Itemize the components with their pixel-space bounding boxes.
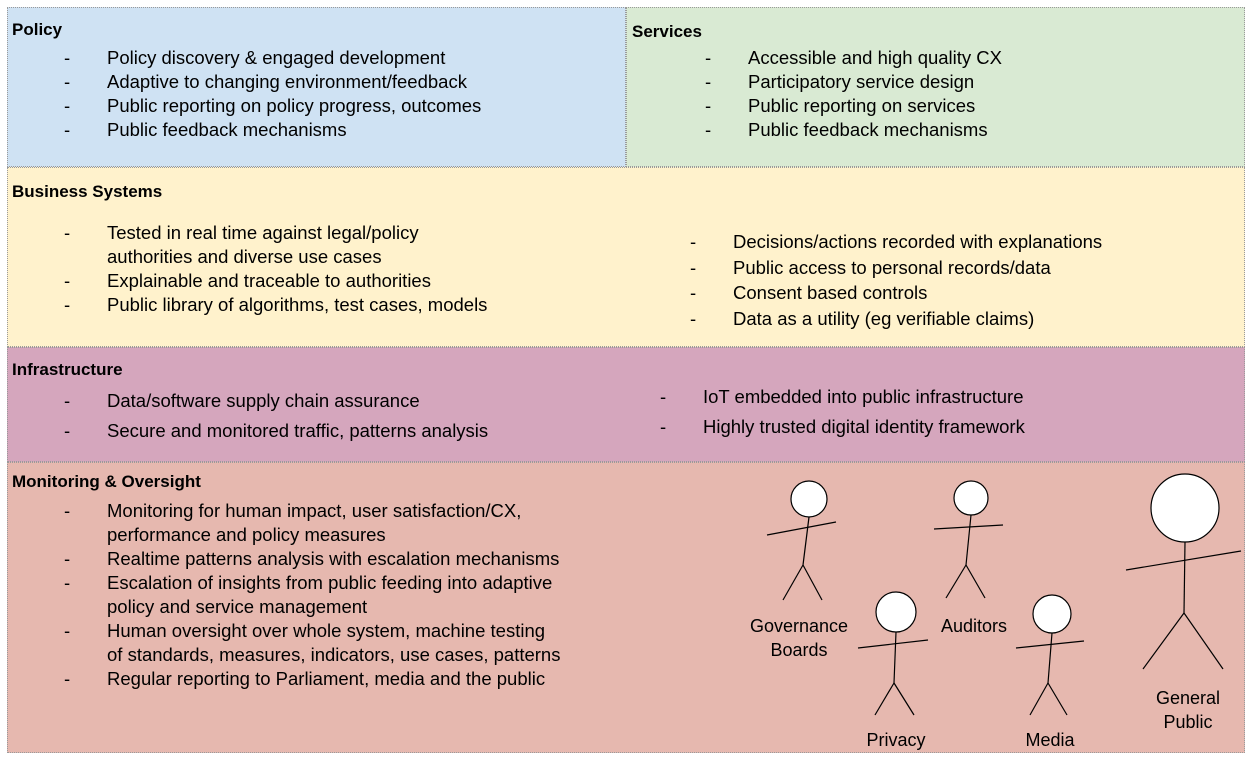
list-item: Escalation of insights from public feedi… <box>64 571 560 619</box>
services-title: Services <box>632 22 702 41</box>
privacy-label: Privacy <box>866 730 926 750</box>
list-item: Public access to personal records/data <box>690 255 1102 281</box>
list-item: Human oversight over whole system, machi… <box>64 619 560 667</box>
list-item: Participatory service design <box>705 70 1002 94</box>
list-item: Explainable and traceable to authorities <box>64 269 487 293</box>
list-item: Decisions/actions recorded with explanat… <box>690 229 1102 255</box>
list-item: Public feedback mechanisms <box>705 118 1002 142</box>
infrastructure-left-list: Data/software supply chain assurance Sec… <box>64 386 488 446</box>
governance-boards-label: Governance Boards <box>749 616 849 660</box>
infrastructure-title: Infrastructure <box>12 360 123 379</box>
policy-panel: Policy Policy discovery & engaged develo… <box>7 7 626 167</box>
list-item: Highly trusted digital identity framewor… <box>660 412 1025 442</box>
list-item: Public reporting on policy progress, out… <box>64 94 481 118</box>
media-figure <box>1015 594 1085 716</box>
business-systems-title: Business Systems <box>12 182 163 201</box>
business-left-list: Tested in real time against legal/policy… <box>64 221 487 317</box>
list-item: Data as a utility (eg verifiable claims) <box>690 306 1102 332</box>
list-item: Accessible and high quality CX <box>705 46 1002 70</box>
general-public-label: General Public <box>1155 688 1221 732</box>
business-systems-panel: Business Systems Tested in real time aga… <box>7 167 1245 347</box>
list-item: Public reporting on services <box>705 94 1002 118</box>
list-item: Secure and monitored traffic, patterns a… <box>64 416 488 446</box>
list-item: Public feedback mechanisms <box>64 118 481 142</box>
media-label: Media <box>1025 730 1075 750</box>
list-item: Monitoring for human impact, user satisf… <box>64 499 560 547</box>
policy-list: Policy discovery & engaged development A… <box>64 46 481 142</box>
governance-boards-figure <box>766 480 837 601</box>
services-list: Accessible and high quality CX Participa… <box>705 46 1002 142</box>
privacy-figure <box>857 591 929 716</box>
list-item: Data/software supply chain assurance <box>64 386 488 416</box>
infrastructure-panel: Infrastructure Data/software supply chai… <box>7 347 1245 462</box>
list-item: Tested in real time against legal/policy… <box>64 221 487 269</box>
list-item: Realtime patterns analysis with escalati… <box>64 547 560 571</box>
monitoring-title: Monitoring & Oversight <box>12 472 201 491</box>
list-item: Consent based controls <box>690 280 1102 306</box>
auditors-figure <box>933 480 1004 599</box>
policy-title: Policy <box>12 20 63 39</box>
infrastructure-right-list: IoT embedded into public infrastructure … <box>660 382 1025 442</box>
list-item: IoT embedded into public infrastructure <box>660 382 1025 412</box>
general-public-figure <box>1125 473 1242 670</box>
list-item: Public library of algorithms, test cases… <box>64 293 487 317</box>
list-item: Adaptive to changing environment/feedbac… <box>64 70 481 94</box>
auditors-label: Auditors <box>940 616 1008 636</box>
services-panel: Services Accessible and high quality CX … <box>626 7 1245 167</box>
monitoring-list: Monitoring for human impact, user satisf… <box>64 499 560 691</box>
list-item: Policy discovery & engaged development <box>64 46 481 70</box>
business-right-list: Decisions/actions recorded with explanat… <box>690 229 1102 331</box>
list-item: Regular reporting to Parliament, media a… <box>64 667 560 691</box>
